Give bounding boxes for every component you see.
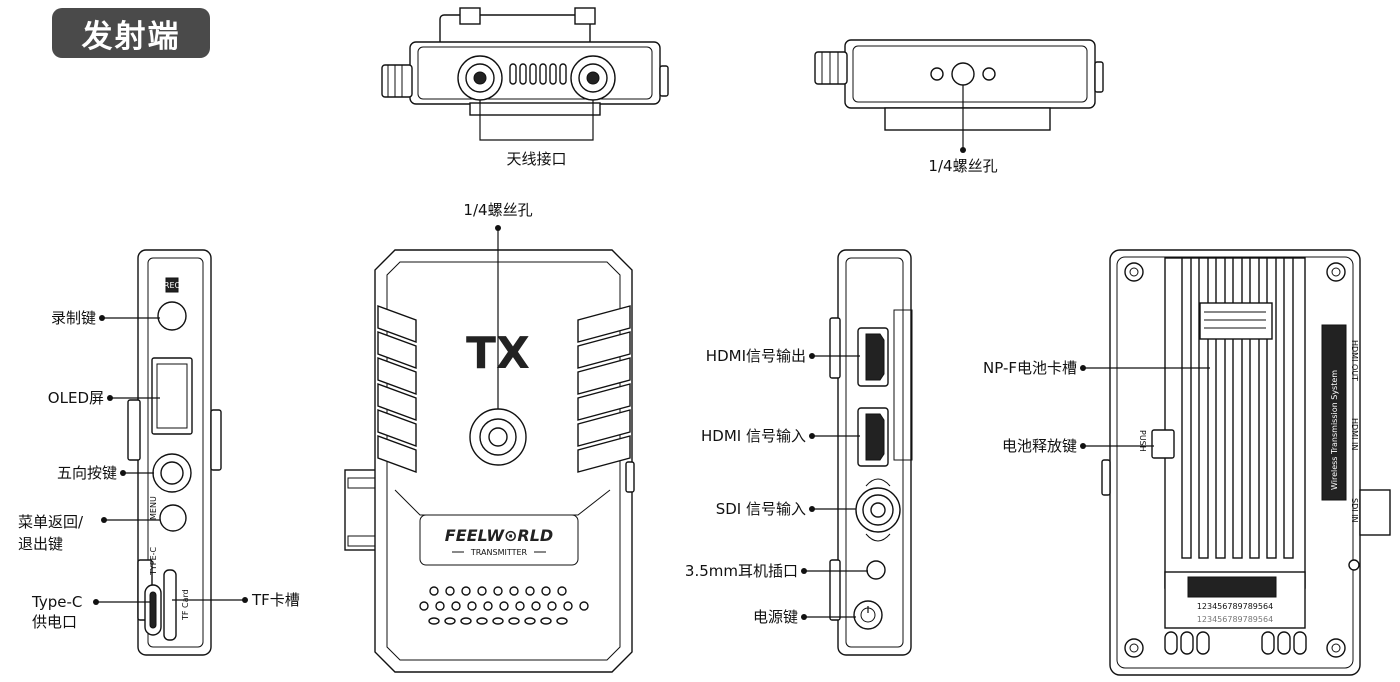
speaker-hole (524, 617, 536, 625)
speaker-hole (579, 601, 589, 611)
front-fins-right (577, 305, 631, 473)
speaker-hole (525, 586, 535, 596)
screw-hole-front-label: 1/4螺丝孔 (463, 201, 533, 219)
battery-release-label: 电池释放键 (1001, 437, 1077, 455)
battery-rail (1181, 257, 1192, 559)
speaker-hole (476, 617, 488, 625)
tf-slot-label: TF卡槽 (252, 591, 300, 609)
top-view-antenna (381, 7, 669, 141)
wireless-label: Wireless Transmission System (1330, 370, 1339, 490)
speaker-hole (508, 617, 520, 625)
speaker-hole (509, 586, 519, 596)
menu-back-label-2: 退出键 (18, 535, 64, 553)
speaker-hole (460, 617, 472, 625)
hdmi-out-marking: HDMI OUT (1350, 340, 1359, 381)
serial-1: 123456789789564 (1197, 602, 1273, 611)
back-view: Wireless Transmission System HDMI OUT HD… (1101, 249, 1391, 676)
menu-marking: MENU (149, 496, 158, 520)
record-key-label: 录制键 (50, 309, 96, 327)
screw-hole-top-label: 1/4螺丝孔 (928, 157, 998, 175)
speaker-hole (451, 601, 461, 611)
speaker-hole (483, 601, 493, 611)
hdmi-out-label: HDMI信号输出 (705, 347, 806, 365)
tf-marking: TF Card (181, 589, 190, 621)
speaker-hole (499, 601, 509, 611)
speaker-hole (547, 601, 557, 611)
side-view-right (829, 249, 913, 656)
front-fins-left (377, 304, 417, 474)
speaker-hole (493, 586, 503, 596)
speaker-hole (419, 601, 429, 611)
speaker-hole (556, 617, 568, 625)
side-view-left: REC MENU TYPE-C TF Card (127, 249, 222, 656)
speaker-hole (428, 617, 440, 625)
battery-rails (1181, 257, 1294, 559)
antenna-port-label: 天线接口 (506, 150, 567, 168)
npf-slot-label: NP-F电池卡槽 (983, 359, 1077, 377)
speaker-hole (444, 617, 456, 625)
oled-screen-label: OLED屏 (47, 389, 104, 407)
sdi-in-label: SDI 信号输入 (715, 500, 806, 518)
speaker-hole (467, 601, 477, 611)
battery-rail (1198, 257, 1209, 559)
speaker-hole (435, 601, 445, 611)
speaker-hole (563, 601, 573, 611)
push-marking: PUSH (1138, 430, 1147, 452)
battery-rail (1249, 257, 1260, 559)
speaker-hole (540, 617, 552, 625)
speaker-hole (429, 586, 439, 596)
hdmi-in-label: HDMI 信号输入 (701, 427, 806, 445)
speaker-hole (445, 586, 455, 596)
typec-label-1: Type-C (32, 593, 83, 611)
audio-jack-label: 3.5mm耳机插口 (684, 562, 798, 580)
top-vents (509, 63, 567, 85)
page-title: 发射端 (52, 8, 210, 58)
battery-rail (1283, 257, 1294, 559)
speaker-hole (557, 586, 567, 596)
speaker-hole (541, 586, 551, 596)
typec-label-2: 供电口 (32, 613, 78, 631)
brand-logo: FEELW⊙RLD (445, 526, 553, 545)
top-view-screw (814, 39, 1104, 153)
battery-rail (1232, 257, 1243, 559)
front-speaker-holes (419, 586, 589, 625)
five-way-key-label: 五向按键 (56, 464, 117, 482)
transmitter-marking: TRANSMITTER (470, 548, 528, 557)
hdmi-in-marking: HDMI IN (1350, 418, 1359, 450)
power-key-label: 电源键 (752, 608, 798, 626)
sdi-in-marking: SDI IN (1350, 498, 1359, 523)
typec-marking: TYPE-C (149, 546, 158, 576)
speaker-hole (492, 617, 504, 625)
speaker-hole (461, 586, 471, 596)
speaker-hole (477, 586, 487, 596)
battery-rail (1266, 257, 1277, 559)
rec-marking: REC (164, 281, 181, 290)
front-view: TX FEELW⊙RLD TRANSMITTER (344, 225, 635, 673)
battery-rail (1215, 257, 1226, 559)
speaker-hole (515, 601, 525, 611)
leader-lines (93, 315, 1210, 620)
speaker-hole (531, 601, 541, 611)
menu-back-label-1: 菜单返回/ (18, 513, 84, 531)
serial-2: 123456789789564 (1197, 615, 1273, 624)
